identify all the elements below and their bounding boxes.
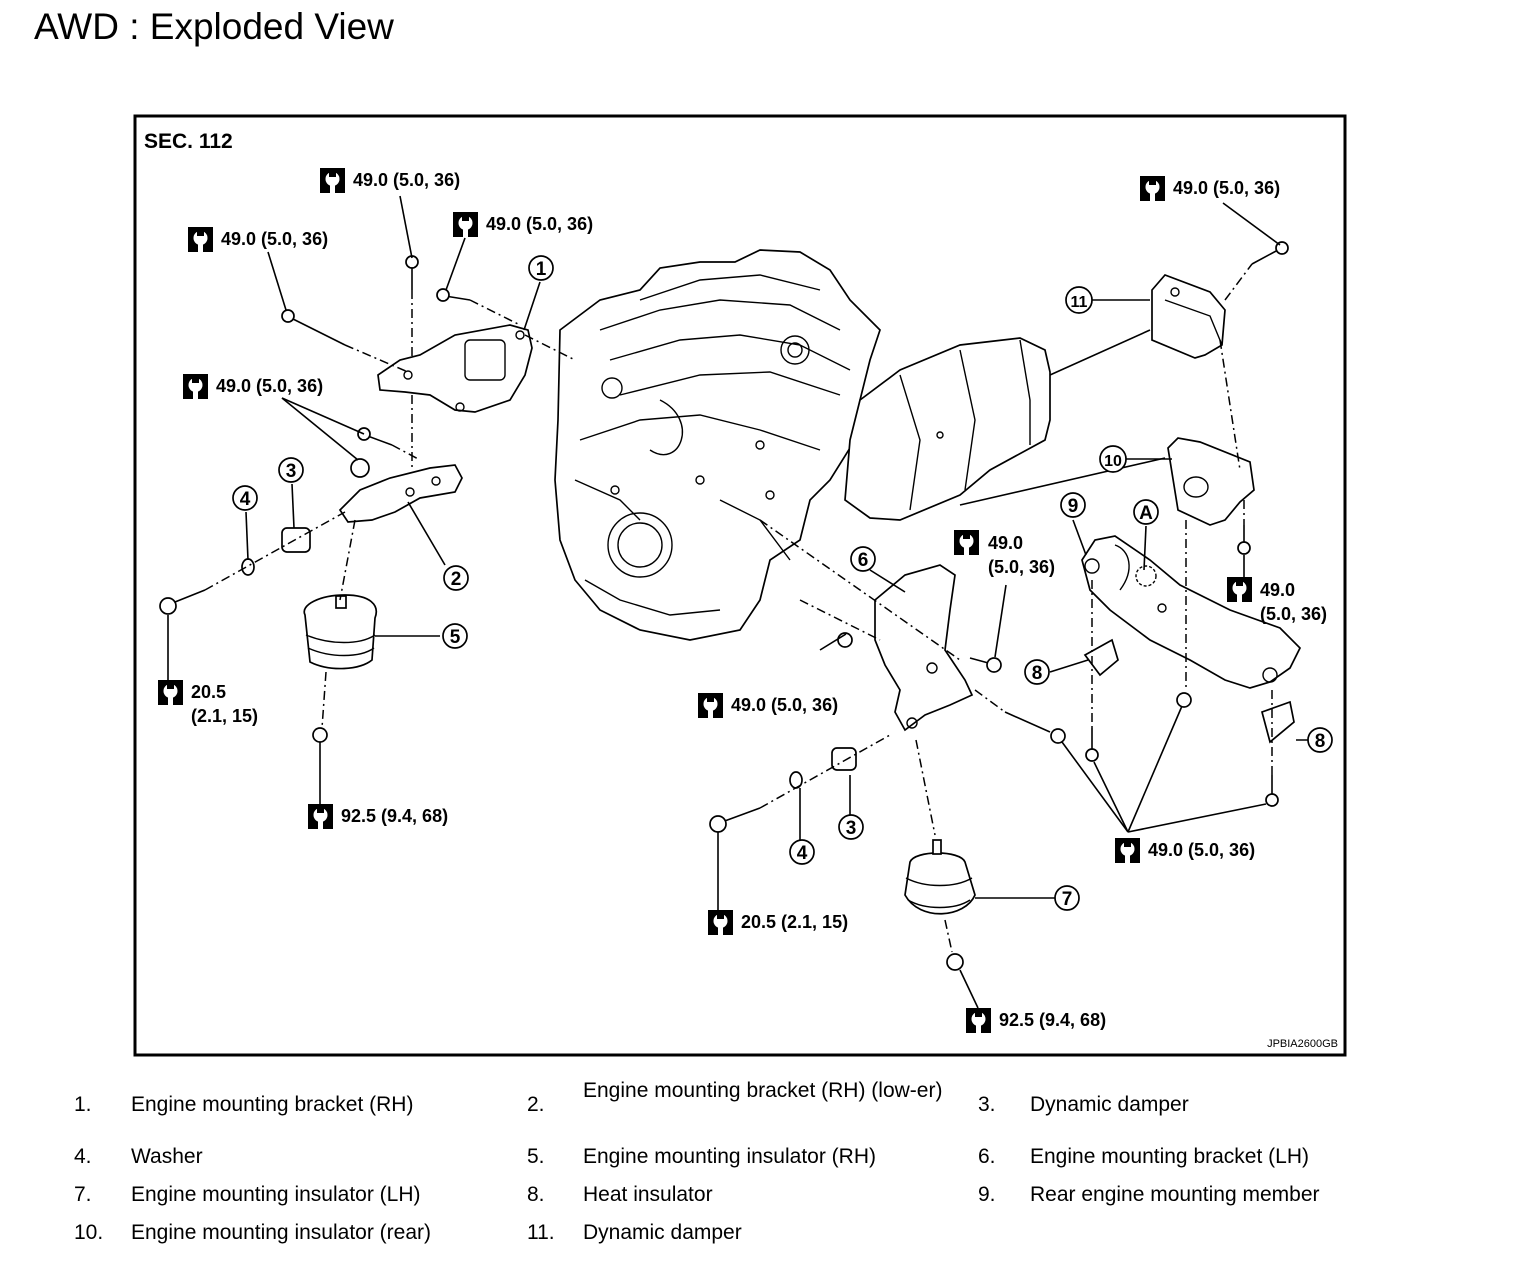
callout-3: 3 bbox=[278, 457, 304, 483]
callouts: 1 2 3 4 5 6 7 8 8 9 10 11 A 3 4 bbox=[232, 255, 1333, 911]
torque-label: 49.0 (5.0, 36) bbox=[353, 170, 460, 190]
heat-insulator bbox=[1083, 638, 1295, 744]
torque-label: (5.0, 36) bbox=[988, 557, 1055, 577]
callout-3b: 3 bbox=[838, 814, 864, 840]
svg-text:8: 8 bbox=[1032, 663, 1043, 684]
callout-5: 5 bbox=[442, 623, 468, 649]
diagram-frame bbox=[133, 114, 1347, 1057]
svg-text:2: 2 bbox=[451, 569, 462, 590]
callout-4: 4 bbox=[232, 485, 258, 511]
svg-text:4: 4 bbox=[240, 489, 251, 510]
dynamic-damper-rear bbox=[1151, 273, 1226, 359]
torque-label: 49.0 (5.0, 36) bbox=[1173, 178, 1280, 198]
svg-text:4: 4 bbox=[797, 843, 808, 864]
figure-code: JPBIA2600GB bbox=[1267, 1038, 1338, 1050]
torque-label: 49.0 (5.0, 36) bbox=[216, 376, 323, 396]
callout-9: 9 bbox=[1060, 492, 1086, 518]
insulator-rh bbox=[303, 594, 378, 670]
parts-legend: 1. Engine mounting bracket (RH) 2. Engin… bbox=[74, 1079, 1320, 1244]
torque-specs: 49.0 (5.0, 36) 49.0 (5.0, 36) 49.0 (5.0,… bbox=[158, 168, 1327, 1033]
transmission bbox=[844, 337, 1051, 521]
svg-text:3: 3 bbox=[286, 461, 297, 482]
torque-label: 92.5 (9.4, 68) bbox=[341, 806, 448, 826]
callout-A: A bbox=[1133, 499, 1159, 525]
torque-label: (5.0, 36) bbox=[1260, 604, 1327, 624]
svg-text:1: 1 bbox=[536, 259, 547, 280]
torque-label: 20.5 (2.1, 15) bbox=[741, 912, 848, 932]
engine-mounting-bracket-rh-lower bbox=[338, 464, 463, 523]
torque-label: 92.5 (9.4, 68) bbox=[999, 1010, 1106, 1030]
svg-text:3: 3 bbox=[846, 818, 857, 839]
bolts-rh bbox=[159, 255, 471, 743]
callout-10: 10 bbox=[1099, 445, 1127, 473]
torque-label: 49.0 (5.0, 36) bbox=[221, 229, 328, 249]
torque-label: 49.0 (5.0, 36) bbox=[731, 695, 838, 715]
svg-text:A: A bbox=[1139, 503, 1153, 524]
callout-8a: 8 bbox=[1024, 659, 1050, 685]
engine-mounting-bracket-rh bbox=[377, 324, 533, 413]
alignment-lines bbox=[204, 263, 1273, 953]
svg-text:11: 11 bbox=[1071, 294, 1088, 311]
svg-text:5: 5 bbox=[450, 627, 461, 648]
svg-text:9: 9 bbox=[1068, 496, 1079, 517]
washer-rh bbox=[241, 558, 255, 576]
torque-label: (2.1, 15) bbox=[191, 706, 258, 726]
torque-label: 49.0 (5.0, 36) bbox=[486, 214, 593, 234]
engine-mounting-bracket-lh bbox=[874, 564, 974, 732]
callout-2: 2 bbox=[443, 565, 469, 591]
exploded-view-diagram: SEC. 112 JPBIA2600GB bbox=[133, 114, 1347, 1057]
callout-7: 7 bbox=[1054, 885, 1080, 911]
callout-1: 1 bbox=[528, 255, 554, 281]
torque-label: 49.0 (5.0, 36) bbox=[1148, 840, 1255, 860]
callout-8b: 8 bbox=[1307, 727, 1333, 753]
callout-4b: 4 bbox=[789, 839, 815, 865]
rear-engine-mounting-member bbox=[1081, 535, 1302, 689]
svg-text:6: 6 bbox=[858, 550, 869, 571]
bolts-rear bbox=[1085, 241, 1289, 807]
torque-label: 20.5 bbox=[191, 682, 226, 702]
dynamic-damper-lh bbox=[831, 747, 857, 771]
insulator-lh bbox=[904, 839, 976, 915]
svg-text:10: 10 bbox=[1104, 453, 1122, 470]
callout-6: 6 bbox=[850, 546, 876, 572]
section-label: SEC. 112 bbox=[144, 130, 233, 153]
svg-text:7: 7 bbox=[1062, 889, 1073, 910]
insulator-rear bbox=[1167, 437, 1255, 526]
bolts-lh bbox=[709, 632, 1066, 971]
torque-label: 49.0 bbox=[1260, 580, 1295, 600]
engine-assembly bbox=[554, 249, 881, 641]
torque-label: 49.0 bbox=[988, 533, 1023, 553]
callout-11: 11 bbox=[1065, 286, 1093, 314]
page-title: AWD : Exploded View bbox=[34, 6, 394, 47]
svg-text:8: 8 bbox=[1315, 731, 1326, 752]
leader-lines bbox=[167, 195, 1320, 1009]
